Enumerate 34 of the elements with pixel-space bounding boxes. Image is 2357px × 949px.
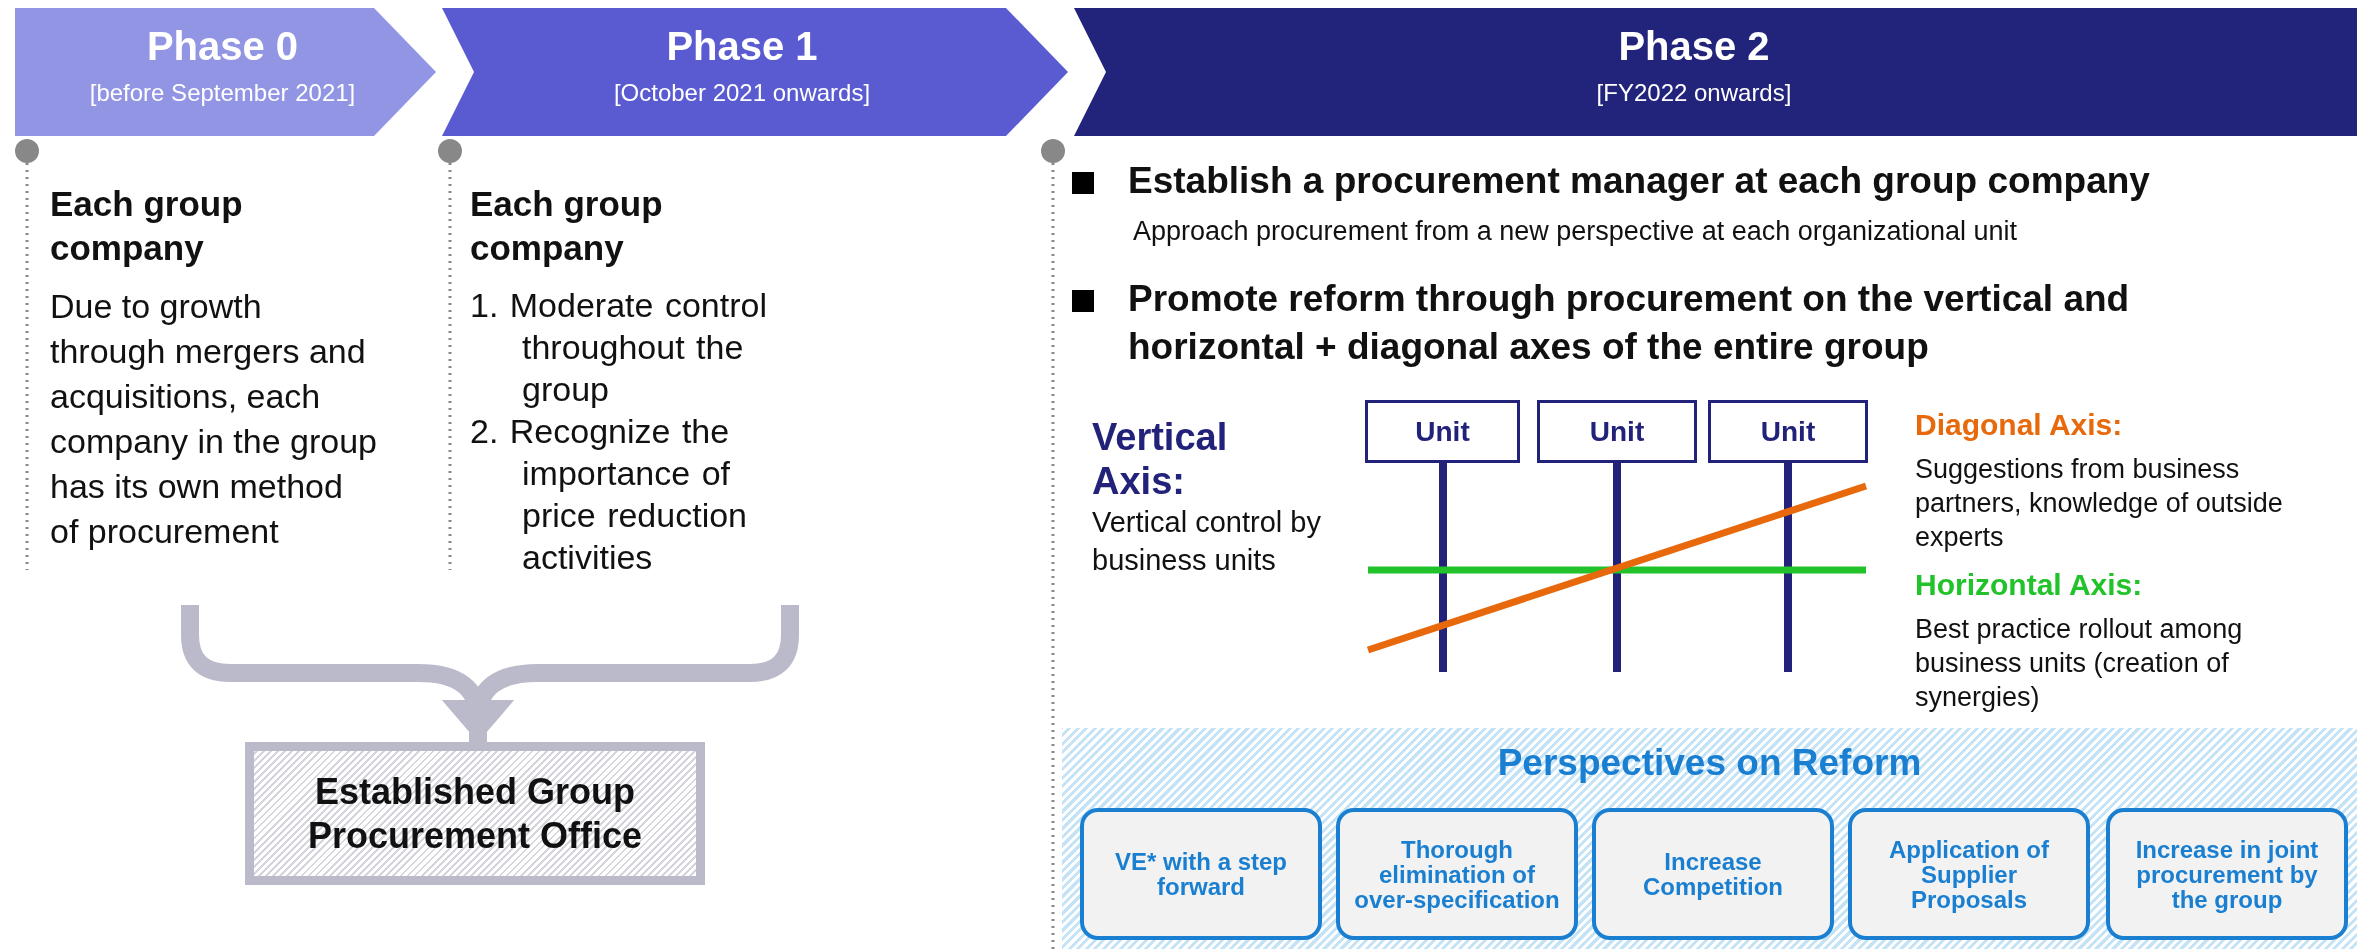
bullet-heading: Establish a procurement manager at each group company — [1128, 159, 2151, 203]
phase-title: Phase 2 — [1617, 23, 1771, 70]
perspective-card: Thorough elimination of over-specification — [1336, 808, 1578, 940]
perspective-card: VE* with a step forward — [1080, 808, 1322, 940]
column-heading: Each group company — [50, 183, 244, 269]
list-item: 1. Moderate control throughout the group — [470, 285, 768, 410]
office-label: Established Group Procurement Office — [306, 769, 644, 858]
phase-title: Phase 1 — [665, 23, 819, 70]
phase-chevron-banner — [442, 8, 1068, 136]
perspective-card: Application of Supplier Proposals — [1848, 808, 2090, 940]
unit-box: Unit — [1708, 400, 1868, 463]
column-text: Due to growth through mergers and acquisitions, each company in the group has its own method of procurement — [50, 286, 378, 552]
list-item: 2. Recognize the importance of price reduction activities — [470, 411, 748, 578]
description-text: Best practice rollout among business units (creation of synergies) — [1915, 613, 2244, 714]
unit-box: Unit — [1365, 400, 1520, 463]
bullet-heading: Diagonal Axis: — [1915, 407, 2124, 443]
column-heading: Each group company — [470, 183, 664, 269]
description-text: Suggestions from business partners, knowledge of outside experts — [1915, 453, 2284, 554]
perspectives-panel — [1062, 728, 2357, 949]
perspective-card: Increase Competition — [1592, 808, 1834, 940]
phase-title: Phase 0 — [145, 23, 300, 70]
phase-period: [October 2021 onwards] — [612, 78, 872, 108]
phase-period: [FY2022 onwards] — [1595, 78, 1793, 108]
phase-chevron-banner — [1074, 8, 2357, 136]
perspective-card: Increase in joint procurement by the group — [2106, 808, 2348, 940]
bullet-heading: Promote reform through procurement on the vertical and horizontal + diagonal axes of the entire group — [1128, 277, 2131, 369]
unit-box: Unit — [1537, 400, 1697, 463]
description-text: Vertical control by business units — [1092, 505, 1322, 578]
office-box — [245, 742, 705, 885]
panel-title: Perspectives on Reform — [1496, 741, 1923, 785]
phase-period: [before September 2021] — [88, 78, 357, 108]
bullet-heading: Horizontal Axis: — [1915, 567, 2144, 603]
description-text: Approach procurement from a new perspective at each organizational unit — [1133, 215, 2018, 248]
bullet-heading: Vertical Axis: — [1092, 415, 1229, 503]
